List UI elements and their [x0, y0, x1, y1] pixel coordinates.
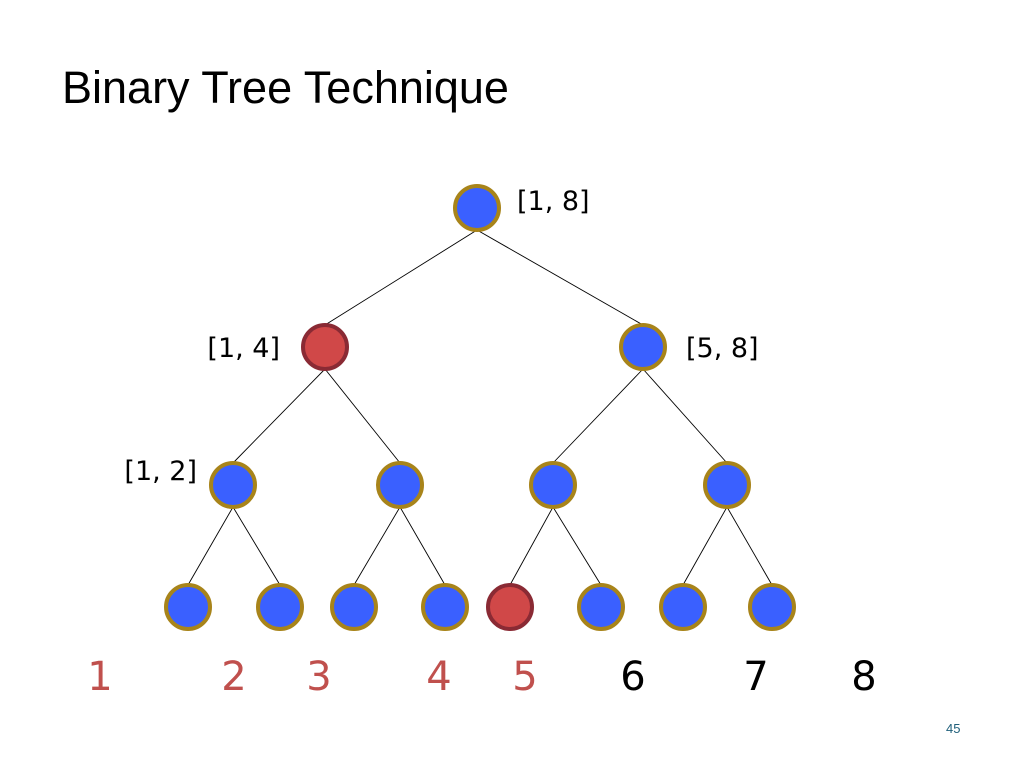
node-label-l1-b: [5, 8] — [686, 333, 759, 364]
leaf-number-8: 8 — [851, 654, 876, 700]
tree-node-l1-b — [619, 323, 667, 371]
leaf-number-1: 1 — [87, 654, 112, 700]
tree-node-l2-c — [529, 461, 577, 509]
node-labels: [1, 8] [1, 4] [5, 8] [1, 2] — [124, 186, 758, 487]
tree-edge-l2-a-to-leaf-2 — [232, 506, 281, 586]
leaf-number-5: 5 — [512, 654, 537, 700]
leaf-number-4: 4 — [426, 654, 451, 700]
tree-edge-l2-b-to-leaf-4 — [399, 506, 446, 586]
tree-edges — [187, 229, 773, 586]
node-label-l1-a: [1, 4] — [207, 333, 280, 364]
tree-node-leaf-7 — [659, 583, 707, 631]
tree-edge-l1-a-to-l2-a — [232, 368, 326, 464]
leaf-number-3: 3 — [306, 654, 331, 700]
tree-node-leaf-1 — [164, 583, 212, 631]
tree-node-leaf-2 — [256, 583, 304, 631]
leaf-number-7: 7 — [743, 654, 768, 700]
tree-node-leaf-8 — [748, 583, 796, 631]
tree-edge-l2-a-to-leaf-1 — [187, 506, 234, 586]
tree-nodes — [164, 184, 796, 631]
tree-edge-l2-c-to-leaf-6 — [552, 506, 602, 586]
tree-edge-l1-b-to-l2-d — [642, 368, 728, 464]
tree-edge-l1-a-to-l2-b — [324, 368, 401, 464]
tree-edge-l2-d-to-leaf-7 — [682, 506, 728, 586]
tree-node-l2-d — [703, 461, 751, 509]
tree-node-root — [453, 184, 501, 232]
tree-edge-l2-c-to-leaf-5 — [509, 506, 554, 586]
node-label-l2-a: [1, 2] — [124, 456, 197, 487]
slide-title: Binary Tree Technique — [62, 62, 509, 113]
tree-edge-l2-d-to-leaf-8 — [726, 506, 773, 586]
tree-node-l2-a — [209, 461, 257, 509]
tree-node-leaf-4 — [421, 583, 469, 631]
page-number: 45 — [946, 721, 961, 736]
tree-edge-l1-b-to-l2-c — [552, 368, 644, 464]
leaf-number-2: 2 — [221, 654, 246, 700]
tree-edge-root-to-l1-a — [324, 229, 478, 326]
tree-node-leaf-5 — [486, 583, 534, 631]
leaf-number-6: 6 — [620, 654, 645, 700]
node-label-root: [1, 8] — [517, 186, 590, 217]
tree-node-l1-a — [301, 323, 349, 371]
tree-node-l2-b — [376, 461, 424, 509]
tree-node-leaf-6 — [577, 583, 625, 631]
leaf-numbers: 1 2 3 4 5 6 7 8 — [87, 654, 876, 700]
tree-edge-l2-b-to-leaf-3 — [353, 506, 401, 586]
tree-node-leaf-3 — [330, 583, 378, 631]
tree-edge-root-to-l1-b — [476, 229, 644, 326]
